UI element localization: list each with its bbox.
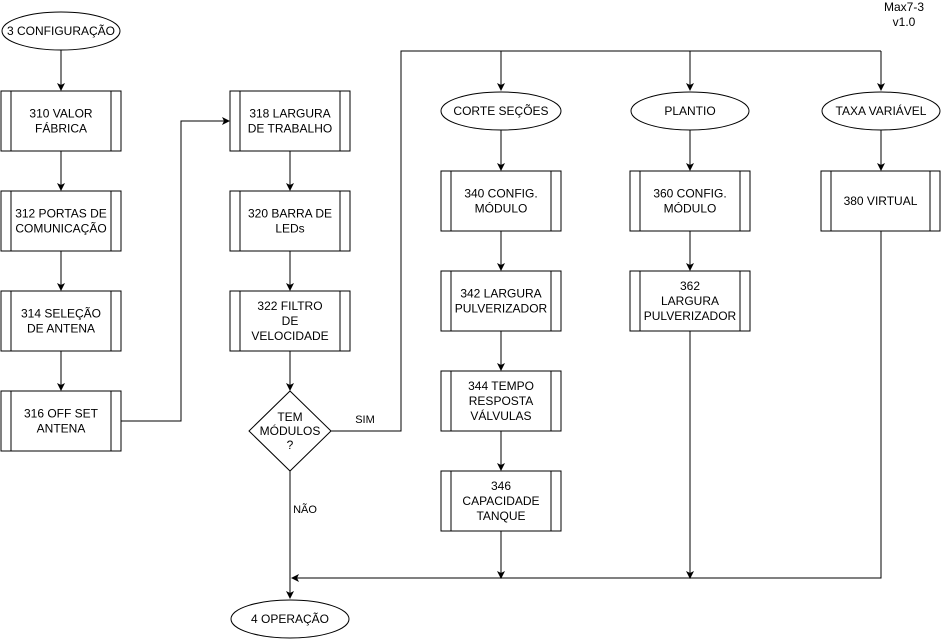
process-p362-label: PULVERIZADOR bbox=[644, 309, 737, 323]
process-p340-label: MÓDULO bbox=[475, 201, 528, 216]
process-p344-label: RESPOSTA bbox=[469, 394, 533, 408]
process-p312-label: COMUNICAÇÃO bbox=[15, 222, 106, 236]
end-terminator: 4 OPERAÇÃO bbox=[230, 599, 350, 639]
process-p362-label: 362 bbox=[680, 279, 700, 293]
process-p346-label: CAPACIDADE bbox=[462, 494, 539, 508]
process-p322-label: 322 FILTRO bbox=[257, 299, 322, 313]
process-p360: 360 CONFIG.MÓDULO bbox=[629, 170, 751, 232]
edge-label-no: NÃO bbox=[293, 503, 317, 516]
connectors bbox=[57, 50, 885, 599]
edge-380-merge bbox=[291, 231, 882, 582]
process-p316-label: 316 OFF SET bbox=[24, 407, 99, 421]
process-p340: 340 CONFIG.MÓDULO bbox=[440, 170, 562, 232]
process-p344-label: 344 TEMPO bbox=[468, 379, 534, 393]
process-p310-label: FÁBRICA bbox=[35, 121, 87, 136]
corte-label: CORTE SEÇÕES bbox=[453, 103, 548, 118]
process-p342-label: PULVERIZADOR bbox=[455, 302, 548, 316]
process-p320-label: 320 BARRA DE bbox=[248, 207, 332, 221]
process-p318-label: 318 LARGURA bbox=[249, 107, 330, 121]
process-p346-label: TANQUE bbox=[476, 509, 525, 523]
process-p380: 380 VIRTUAL bbox=[820, 170, 941, 232]
process-p340-label: 340 CONFIG. bbox=[464, 187, 537, 201]
process-p314-label: 314 SELEÇÃO bbox=[21, 307, 101, 321]
process-p346-label: 346 bbox=[491, 479, 511, 493]
edge-316-318 bbox=[121, 117, 230, 422]
decision-diamond: TEM MÓDULOS ? bbox=[248, 390, 332, 472]
corte-terminator: CORTE SEÇÕES bbox=[440, 91, 562, 131]
process-p322-label: VELOCIDADE bbox=[251, 329, 328, 343]
process-p318-label: DE TRABALHO bbox=[248, 122, 332, 136]
start-label: 3 CONFIGURAÇÃO bbox=[7, 24, 115, 38]
process-p344-label: VÁLVULAS bbox=[470, 408, 531, 423]
process-p362-label: LARGURA bbox=[661, 294, 719, 308]
version-name: Max7-3 bbox=[884, 0, 924, 14]
process-p310-label: 310 VALOR bbox=[29, 107, 92, 121]
taxa-label: TAXA VARIÁVEL bbox=[836, 103, 927, 118]
process-p360-label: MÓDULO bbox=[664, 201, 717, 216]
edge-decision-yes bbox=[331, 50, 881, 432]
plantio-label: PLANTIO bbox=[664, 104, 715, 118]
taxa-terminator: TAXA VARIÁVEL bbox=[821, 91, 941, 131]
version-number: v1.0 bbox=[893, 15, 916, 29]
end-label: 4 OPERAÇÃO bbox=[251, 612, 329, 626]
process-p314-label: DE ANTENA bbox=[27, 322, 95, 336]
decision-label-line1: TEM bbox=[277, 410, 302, 424]
process-p342-label: 342 LARGURA bbox=[460, 287, 541, 301]
process-p322-label: DE bbox=[282, 314, 299, 328]
edge-label-yes: SIM bbox=[355, 414, 375, 426]
process-p316-label: ANTENA bbox=[37, 422, 86, 436]
process-p312-label: 312 PORTAS DE bbox=[15, 207, 107, 221]
start-terminator: 3 CONFIGURAÇÃO bbox=[1, 11, 121, 51]
decision-label-line2: MÓDULOS bbox=[260, 423, 321, 438]
process-p320-label: LEDs bbox=[275, 222, 304, 236]
process-p380-label: 380 VIRTUAL bbox=[844, 194, 918, 208]
plantio-terminator: PLANTIO bbox=[630, 91, 750, 131]
decision-label-line3: ? bbox=[287, 438, 294, 452]
process-p360-label: 360 CONFIG. bbox=[653, 187, 726, 201]
